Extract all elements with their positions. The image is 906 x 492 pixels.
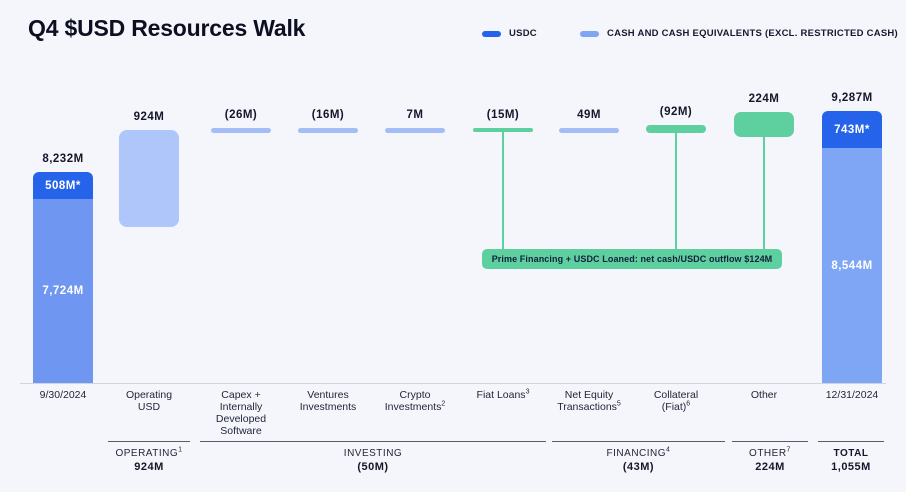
axis-label: 12/31/2024 bbox=[825, 389, 879, 401]
group-value: 924M bbox=[134, 461, 164, 473]
legend-swatch-cash bbox=[580, 30, 599, 37]
waterfall-bar: 508M* 7,724M bbox=[33, 172, 93, 383]
group-line bbox=[200, 441, 546, 442]
bar-segment-label: 743M* bbox=[834, 123, 870, 136]
page-title: Q4 $USD Resources Walk bbox=[28, 15, 306, 41]
legend-label-cash: CASH AND CASH EQUIVALENTS (EXCL. RESTRIC… bbox=[607, 28, 898, 39]
bar-segment-label: 8,544M bbox=[831, 259, 873, 272]
bar-segment-cash: 8,544M bbox=[822, 148, 882, 383]
group-line bbox=[552, 441, 725, 442]
waterfall-bar bbox=[211, 128, 271, 133]
legend-item-cash: CASH AND CASH EQUIVALENTS (EXCL. RESTRIC… bbox=[580, 28, 898, 39]
waterfall-bar: 743M* 8,544M bbox=[822, 111, 882, 383]
group-value: 1,055M bbox=[831, 461, 871, 473]
annotation-connector bbox=[763, 137, 765, 251]
bar-value-label: (26M) bbox=[224, 109, 258, 121]
group-line bbox=[818, 441, 884, 442]
group-line bbox=[732, 441, 808, 442]
legend-label-usdc: USDC bbox=[509, 28, 537, 39]
legend-item-usdc: USDC bbox=[482, 28, 537, 39]
bar-value-label: 7M bbox=[406, 109, 424, 121]
group-label: OPERATING1 924M bbox=[69, 446, 229, 473]
group-label: OTHER7 224M bbox=[690, 446, 850, 473]
bar-value-label: 8,232M bbox=[42, 153, 84, 165]
group-name: INVESTING bbox=[343, 448, 403, 459]
axis-label: 9/30/2024 bbox=[39, 389, 87, 401]
bar-segment-label: 508M* bbox=[45, 179, 81, 192]
group-name: OTHER7 bbox=[749, 446, 791, 459]
annotation-connector bbox=[675, 133, 677, 251]
axis-baseline bbox=[20, 383, 886, 384]
group-value: 224M bbox=[755, 461, 785, 473]
axis-label: Fiat Loans3 bbox=[476, 388, 530, 402]
group-label: TOTAL 1,055M bbox=[771, 448, 906, 473]
waterfall-bar bbox=[473, 128, 533, 132]
group-name: TOTAL bbox=[833, 448, 869, 459]
group-label: FINANCING4 (43M) bbox=[559, 446, 719, 473]
group-value: (50M) bbox=[357, 461, 389, 473]
bar-value-label: 924M bbox=[133, 111, 165, 123]
waterfall-bar bbox=[119, 130, 179, 227]
annotation-connector bbox=[502, 132, 504, 251]
bar-value-label: (92M) bbox=[659, 106, 693, 118]
legend-swatch-usdc bbox=[482, 30, 501, 37]
waterfall-bar bbox=[298, 128, 358, 133]
group-line bbox=[108, 441, 190, 442]
waterfall-bar bbox=[734, 112, 794, 137]
bar-segment-usdc: 508M* bbox=[33, 172, 93, 199]
axis-label: Other bbox=[750, 389, 778, 401]
axis-label: Collateral(Fiat)6 bbox=[653, 389, 699, 413]
bar-value-label: 49M bbox=[577, 109, 601, 121]
group-value: (43M) bbox=[622, 461, 655, 473]
group-label: INVESTING (50M) bbox=[293, 448, 453, 473]
waterfall-bar bbox=[385, 128, 445, 133]
annotation-callout: Prime Financing + USDC Loaned: net cash/… bbox=[482, 249, 782, 269]
bar-segment-cash: 7,724M bbox=[33, 199, 93, 383]
bar-value-label: 224M bbox=[748, 93, 780, 105]
bar-value-label: (15M) bbox=[486, 109, 520, 121]
waterfall-bar bbox=[559, 128, 619, 133]
bar-value-label: 9,287M bbox=[831, 92, 873, 104]
bar-segment-usdc: 743M* bbox=[822, 111, 882, 148]
group-name: FINANCING4 bbox=[606, 446, 671, 459]
bar-value-label: (16M) bbox=[311, 109, 345, 121]
waterfall-bar bbox=[646, 125, 706, 133]
group-name: OPERATING1 bbox=[115, 446, 183, 459]
bar-segment-label: 7,724M bbox=[42, 285, 84, 297]
